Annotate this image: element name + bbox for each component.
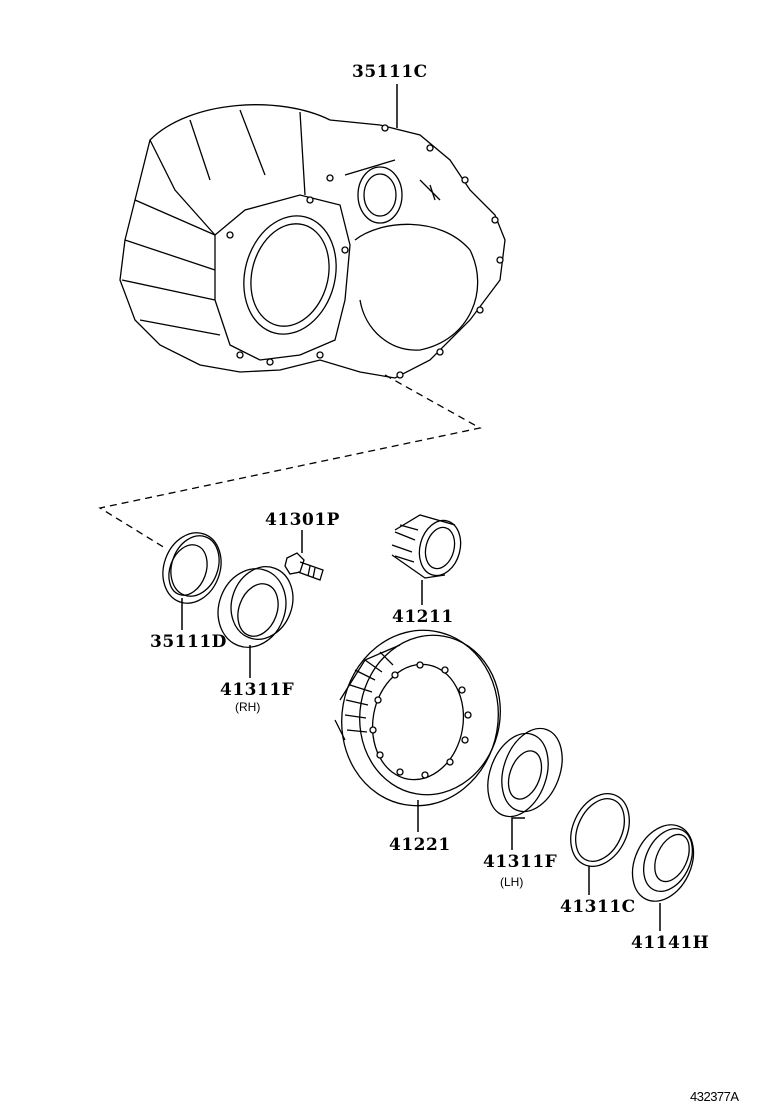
part-label-41301p[interactable]: 41301P: [265, 510, 340, 530]
shim-41311c-drawing: [570, 793, 630, 867]
diagram-id: 432377A: [690, 1089, 739, 1104]
part-label-41311f-lh[interactable]: 41311F: [483, 852, 558, 872]
part-label-41221[interactable]: 41221: [389, 835, 451, 855]
leader-lines: [181, 84, 661, 931]
part-label-41311c[interactable]: 41311C: [560, 897, 636, 917]
bearing-41311f-rh-drawing: [217, 566, 294, 648]
bolt-41301p-drawing: [284, 552, 324, 581]
part-note-lh: (LH): [500, 875, 524, 889]
part-note-rh: (RH): [235, 700, 261, 714]
part-label-41211[interactable]: 41211: [392, 607, 454, 627]
part-label-41311f-rh[interactable]: 41311F: [220, 680, 295, 700]
transaxle-housing-drawing: [119, 104, 506, 379]
bearing-41311f-lh-drawing: [487, 727, 563, 818]
part-label-35111d[interactable]: 35111D: [150, 632, 227, 652]
part-label-41141h[interactable]: 41141H: [631, 933, 710, 953]
pinion-gear-41211-drawing: [391, 514, 462, 579]
part-label-35111c[interactable]: 35111C: [352, 62, 428, 82]
ring-gear-41221-drawing: [334, 629, 501, 807]
dashed-connector-line: [98, 374, 482, 549]
oil-seal-35111d-drawing: [162, 532, 222, 604]
oil-seal-41141h-drawing: [631, 824, 695, 902]
